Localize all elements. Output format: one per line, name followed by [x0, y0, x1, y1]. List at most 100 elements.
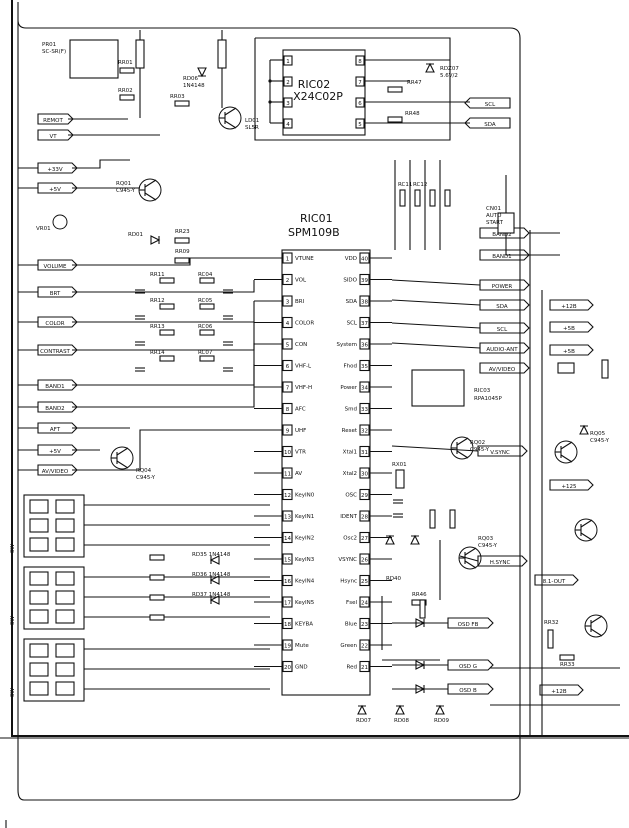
resistor — [429, 509, 436, 529]
resistor — [559, 654, 575, 661]
wire — [72, 257, 254, 266]
far-right-tag: 8.1-OUT — [543, 579, 566, 585]
pin-number: 20 — [284, 665, 291, 671]
junction-dot — [268, 79, 272, 83]
signal-tag — [477, 555, 528, 567]
pin-number: 37 — [361, 321, 368, 327]
pin-number: 22 — [361, 644, 368, 650]
label: RQ04 — [136, 468, 152, 474]
diode-symbol — [197, 67, 207, 78]
left-signal-tag: BRT — [50, 291, 61, 297]
label: RR02 — [118, 88, 133, 94]
diode-symbol — [357, 704, 367, 715]
resistor — [119, 94, 135, 101]
keypad-label: SW — [10, 544, 16, 553]
label: RR48 — [405, 111, 420, 117]
pin-number: 6 — [286, 364, 290, 370]
far-right-tag: +12B — [551, 689, 567, 695]
pin-name: Fhod — [343, 364, 357, 370]
resistor — [149, 594, 165, 601]
key-switch — [55, 537, 75, 552]
pin-name: OSC — [345, 493, 357, 499]
label: C945-Y — [136, 475, 156, 481]
resistor — [449, 509, 456, 529]
signal-tag — [479, 227, 530, 239]
pin-name: Xtal2 — [343, 471, 357, 477]
pin-name: SCL — [347, 321, 358, 327]
diode — [357, 704, 367, 715]
pin-number: 1 — [286, 257, 290, 263]
pin-name: System — [336, 342, 357, 348]
resistor — [149, 554, 165, 561]
resistor — [414, 189, 421, 207]
label: 1N4148 — [183, 83, 205, 89]
board-outline — [17, 2, 521, 801]
label: RR12 — [150, 298, 165, 304]
wire — [116, 460, 129, 469]
label: RR46 — [412, 592, 427, 598]
resistor — [419, 599, 426, 619]
pin-number: 8 — [286, 407, 290, 413]
pin-number: 17 — [284, 601, 291, 607]
label: RR03 — [170, 94, 185, 100]
wire — [456, 450, 469, 459]
pin-number: 33 — [361, 407, 368, 413]
signal-tag — [37, 129, 74, 141]
key-switch — [55, 571, 75, 586]
pin-name: VHF-L — [295, 364, 312, 370]
wire — [391, 322, 481, 329]
pin-number: 10 — [284, 450, 291, 456]
pin-name: VTUNE — [295, 256, 314, 262]
pin-number: 1 — [286, 59, 290, 65]
right-signal-tag: SDA — [496, 304, 508, 310]
ir-sensor — [69, 39, 119, 79]
key-switch — [55, 609, 75, 624]
led-val: SL5R — [245, 125, 259, 131]
key-switch — [29, 537, 49, 552]
ric01-part: SPM109B — [288, 226, 340, 239]
pin-name: COLOR — [295, 321, 314, 327]
pin-name: Power — [340, 385, 357, 391]
resistor — [199, 329, 215, 336]
sensor-ref: PR01 — [42, 42, 56, 48]
diode-symbol — [415, 618, 426, 628]
diode-symbol — [579, 424, 589, 435]
pin-name: Xtal1 — [343, 450, 357, 456]
ric03-body — [411, 369, 465, 407]
pin-name: KeyIN5 — [295, 600, 315, 606]
signal-tag — [479, 279, 530, 291]
signal-tag — [37, 182, 78, 194]
left-signal-tag: +5V — [49, 449, 61, 455]
key-switch — [29, 571, 49, 586]
label: RQ03 — [478, 536, 494, 542]
pin-name: KeyIN4 — [295, 579, 315, 585]
pin-name: VTR — [295, 450, 306, 456]
key-switch — [55, 662, 75, 677]
pin-number: 18 — [284, 622, 291, 628]
diode — [410, 534, 420, 545]
pin-number: 23 — [361, 622, 368, 628]
wire — [72, 159, 130, 169]
right-signal-tag: BAND2 — [492, 232, 511, 238]
pin-number: 34 — [361, 386, 368, 392]
diode-symbol — [385, 534, 395, 545]
diode-symbol — [410, 534, 420, 545]
left-signal-tag: AFT — [50, 427, 61, 433]
ric02-ref: RIC02 — [298, 78, 331, 91]
label: RR32 — [544, 620, 559, 626]
wire — [464, 547, 477, 556]
remote-tag: REMOT — [43, 118, 63, 124]
pin-name: KeyIN2 — [295, 536, 314, 542]
pin-name: Fsel — [346, 600, 357, 606]
pin-name: Red — [347, 665, 357, 671]
pin-name: VOL — [295, 278, 307, 284]
pin-number: 31 — [361, 450, 368, 456]
signal-tag — [549, 344, 594, 356]
resistor — [444, 189, 451, 207]
pin-name: SDA — [346, 299, 358, 305]
wire — [72, 280, 255, 293]
pin-number: 4 — [286, 122, 290, 128]
label: AUTO — [486, 213, 502, 219]
signal-tag — [534, 574, 579, 586]
signal-tag — [447, 617, 494, 629]
